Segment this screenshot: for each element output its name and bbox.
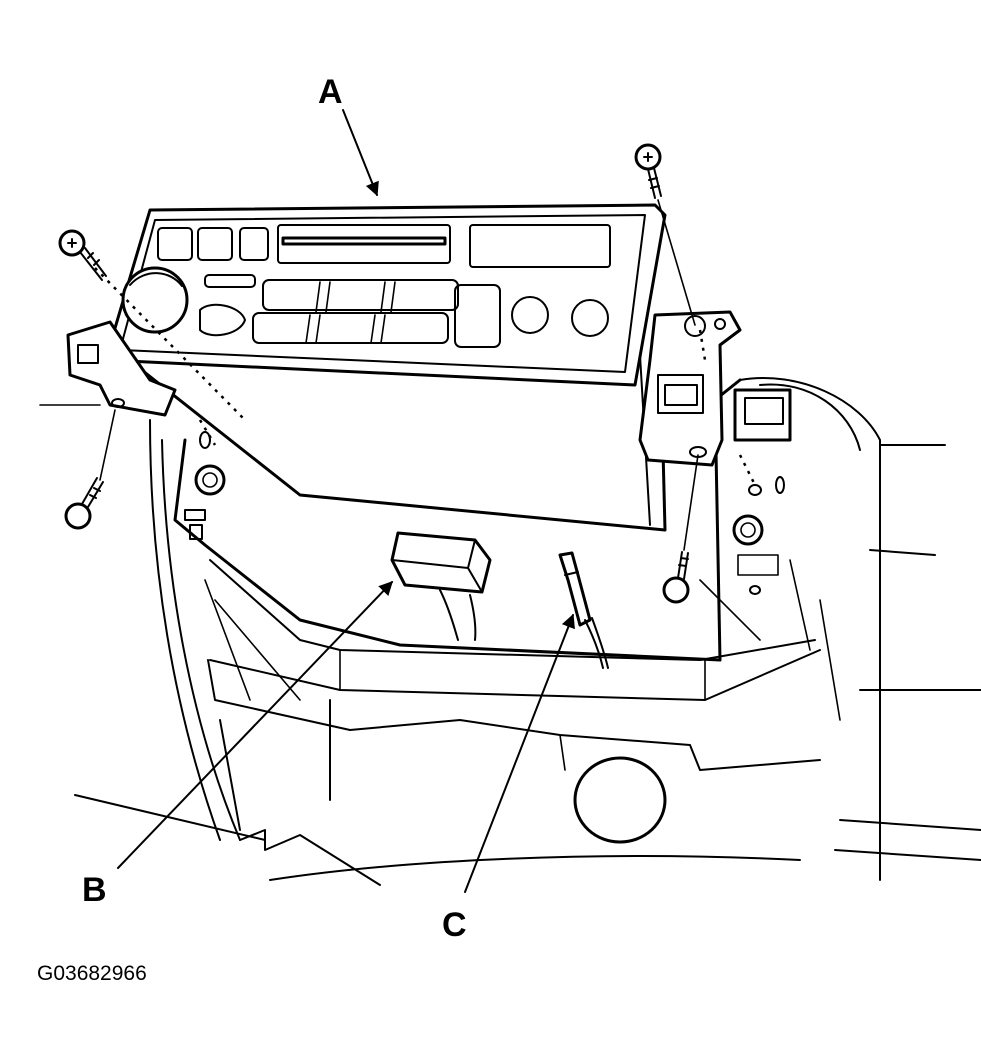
screw-top-right — [634, 143, 696, 326]
figure-id: G03682966 — [37, 962, 147, 985]
arrow-c — [464, 613, 575, 893]
screw-bottom-left — [64, 409, 116, 530]
alignment-lines — [94, 267, 757, 486]
arrow-a — [342, 109, 379, 197]
left-bracket — [39, 320, 177, 417]
label-b: B — [82, 871, 107, 909]
arrow-b — [117, 580, 393, 869]
leader-arrows — [117, 109, 575, 893]
wiring-connector — [390, 531, 492, 641]
screw-bottom-right — [662, 454, 699, 604]
radio-unit — [103, 203, 667, 532]
right-bracket — [638, 310, 742, 467]
dashboard-console — [74, 377, 981, 886]
volume-knob — [121, 266, 189, 334]
screw-top-left — [58, 229, 107, 281]
console-opening — [573, 756, 667, 844]
label-a: A — [318, 73, 343, 111]
antenna-lead — [558, 551, 609, 669]
label-c: C — [442, 906, 467, 944]
